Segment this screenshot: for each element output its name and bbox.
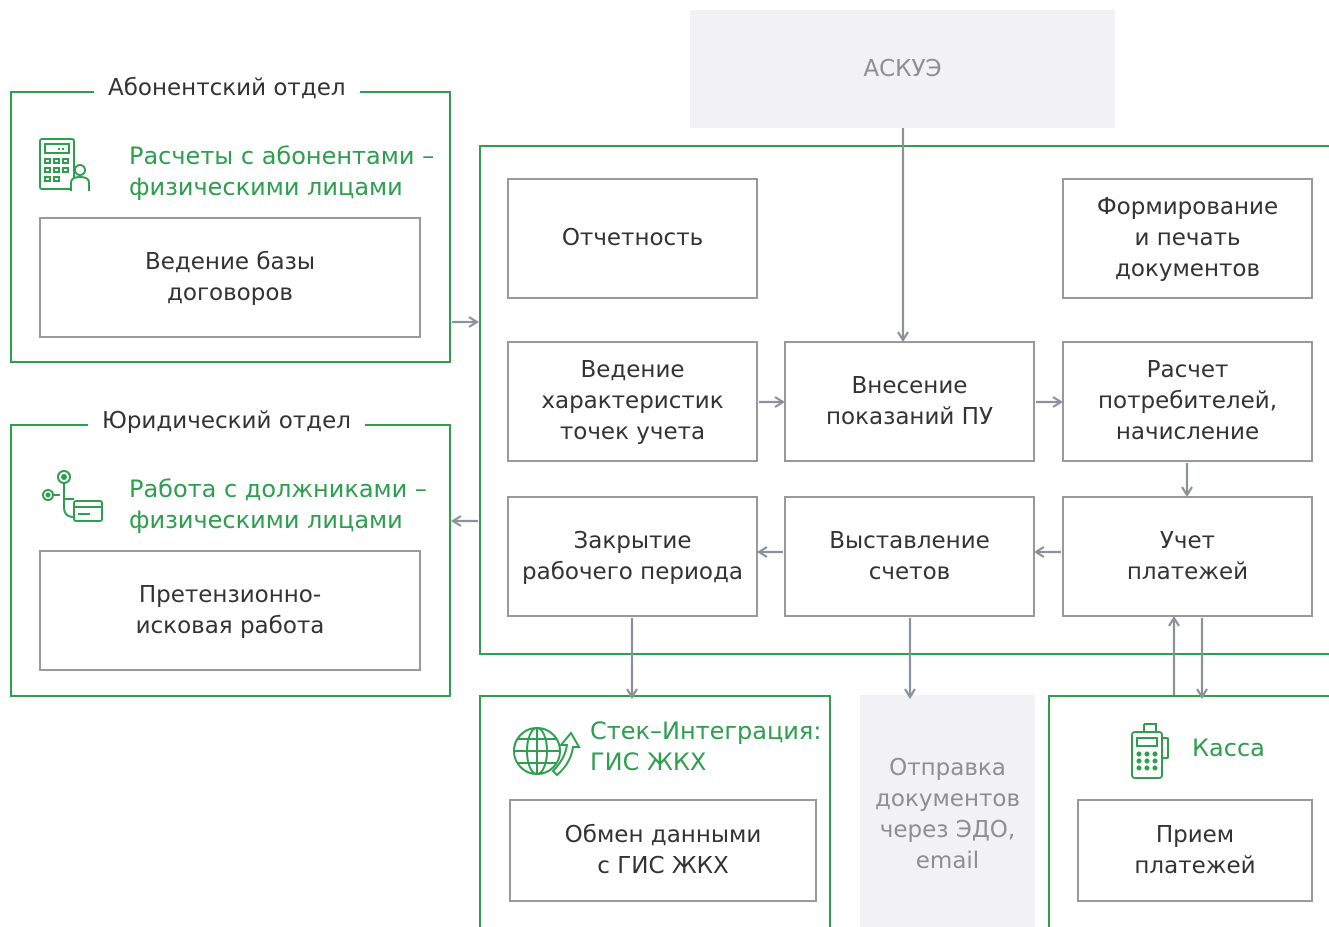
- document-forming-box: Формирование и печать документов: [1062, 178, 1313, 299]
- consumer-calculation-box: Расчет потребителей, начисление: [1062, 341, 1313, 462]
- period-closing-box: Закрытие рабочего периода: [507, 496, 758, 617]
- integration-group: [479, 695, 831, 927]
- ascue-block: АСКУЭ: [690, 10, 1115, 128]
- legal-dept-title: Работа с должниками – физическими лицами: [129, 475, 427, 534]
- meter-readings-box: Внесение показаний ПУ: [784, 341, 1035, 462]
- cash-register-icon: [1131, 723, 1169, 779]
- contract-database-box: Ведение базы договоров: [39, 217, 421, 338]
- metering-points-box: Ведение характеристик точек учета: [507, 341, 758, 462]
- subscriber-dept-legend: Абонентский отдел: [94, 74, 360, 102]
- edo-sending-block: Отправка документов через ЭДО, email: [860, 695, 1035, 927]
- integration-title: Стек–Интеграция: ГИС ЖКХ: [590, 717, 822, 776]
- reporting-box: Отчетность: [507, 178, 758, 299]
- debtor-card-icon: [42, 470, 103, 522]
- gis-exchange-box: Обмен данными с ГИС ЖКХ: [509, 799, 817, 902]
- calculator-person-icon: [39, 138, 90, 191]
- payments-accounting-box: Учет платежей: [1062, 496, 1313, 617]
- cashier-group: [1048, 695, 1329, 927]
- payment-reception-box: Прием платежей: [1077, 799, 1313, 902]
- legal-dept-legend: Юридический отдел: [88, 407, 365, 435]
- cashier-title: Касса: [1192, 734, 1265, 762]
- claims-work-box: Претензионно- исковая работа: [39, 550, 421, 671]
- globe-arrow-icon: [513, 727, 581, 777]
- subscriber-dept-title: Расчеты с абонентами – физическими лицам…: [129, 142, 435, 201]
